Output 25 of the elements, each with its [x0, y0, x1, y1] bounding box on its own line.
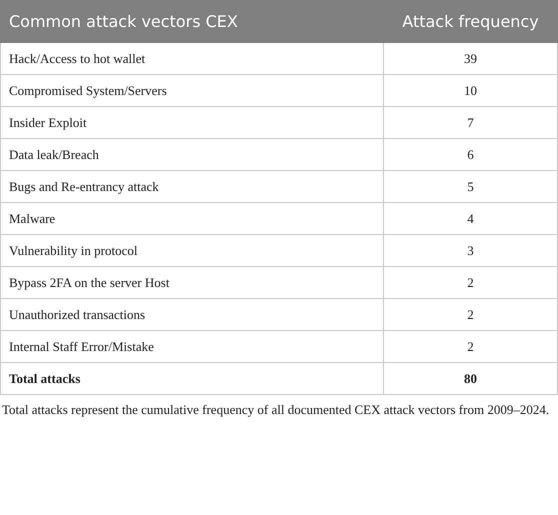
- attack-count: 7: [384, 106, 558, 138]
- attack-count: 39: [384, 42, 558, 74]
- attack-count: 3: [384, 234, 558, 266]
- table-caption: Total attacks represent the cumulative frequency of all documented CEX attack vectors from 2009–2024.: [2, 401, 550, 419]
- column-header: Attack frequency: [384, 0, 558, 42]
- attack-count: 10: [384, 74, 558, 106]
- attack-vector-name: Malware: [0, 202, 384, 234]
- attack-vector-name: Bugs and Re-entrancy attack: [0, 170, 384, 202]
- attack-count: 2: [384, 298, 558, 330]
- column-header: Common attack vectors CEX: [0, 0, 384, 42]
- attack-vector-name: Insider Exploit: [0, 106, 384, 138]
- total-value: 80: [384, 362, 558, 394]
- attack-count: 4: [384, 202, 558, 234]
- attack-count: 6: [384, 138, 558, 170]
- attack-vector-name: Bypass 2FA on the server Host: [0, 266, 384, 298]
- attack-count: 2: [384, 330, 558, 362]
- attack-vector-name: Data leak/Breach: [0, 138, 384, 170]
- attack-vector-name: Vulnerability in protocol: [0, 234, 384, 266]
- attack-count: 5: [384, 170, 558, 202]
- attack-vector-name: Compromised System/Servers: [0, 74, 384, 106]
- attack-count: 2: [384, 266, 558, 298]
- attack-vector-name: Hack/Access to hot wallet: [0, 42, 384, 74]
- attack-vector-name: Unauthorized transactions: [0, 298, 384, 330]
- attack-vector-name: Internal Staff Error/Mistake: [0, 330, 384, 362]
- total-label: Total attacks: [0, 362, 384, 394]
